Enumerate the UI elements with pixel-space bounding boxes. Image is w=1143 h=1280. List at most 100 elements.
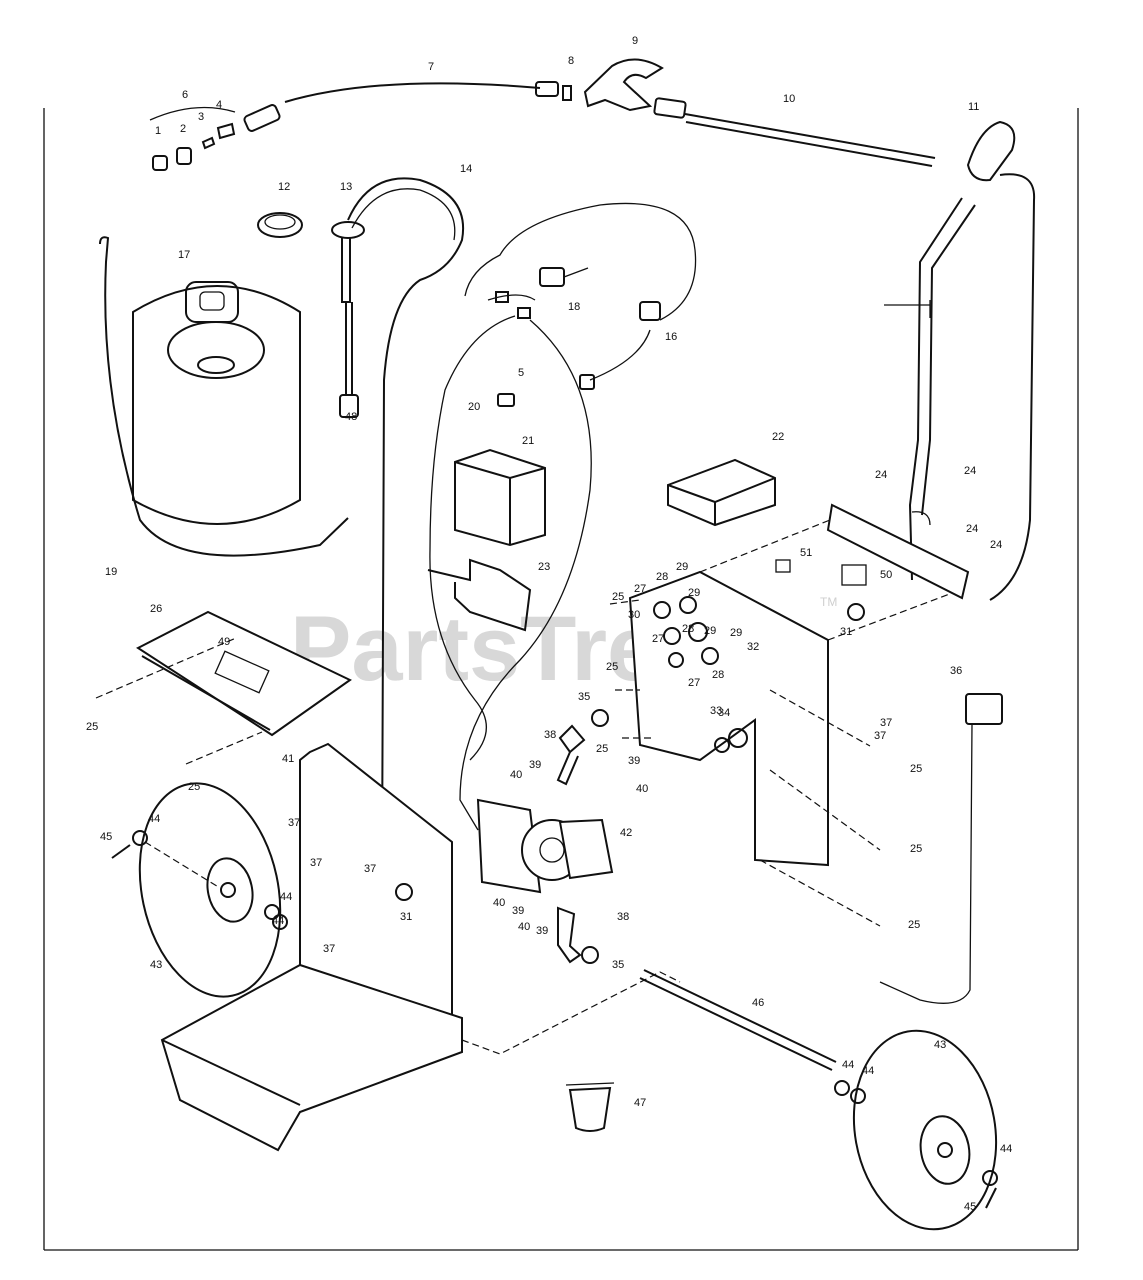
part-number-label: 11 <box>968 101 979 113</box>
part-number-label: 26 <box>150 603 162 615</box>
nuts <box>395 603 865 964</box>
part-number-label: 28 <box>682 623 694 635</box>
part-number-label: 24 <box>964 465 976 477</box>
part-number-label: 4 <box>216 99 222 111</box>
part-number-label: 39 <box>536 925 548 937</box>
main-panel <box>628 519 961 867</box>
part-number-label: 40 <box>493 897 505 909</box>
part-number-label: 31 <box>400 911 412 923</box>
part-number-label: 31 <box>840 626 852 638</box>
fuse <box>497 393 515 407</box>
part-number-label: 35 <box>578 691 590 703</box>
part-number-label: 24 <box>966 523 978 535</box>
return-hose <box>347 177 465 871</box>
part-number-label: 49 <box>218 636 230 648</box>
switch <box>539 267 589 287</box>
part-number-label: 8 <box>568 55 574 67</box>
part-number-label: 39 <box>512 905 524 917</box>
elbow-lower <box>557 906 582 964</box>
part-number-label: 25 <box>612 591 624 603</box>
part-number-label: 40 <box>636 783 648 795</box>
wire-harness <box>429 202 697 831</box>
battery-tray <box>667 458 776 527</box>
part-number-label: 10 <box>783 93 795 105</box>
part-number-label: 5 <box>518 367 524 379</box>
rear-frame <box>160 742 463 1152</box>
part-number-label: 44 <box>148 813 160 825</box>
power-plug <box>879 693 1003 1004</box>
tank-hose <box>99 236 349 557</box>
battery-bracket <box>427 558 532 632</box>
frame <box>43 108 1079 1251</box>
part-number-label: 27 <box>634 583 646 595</box>
part-number-label: 27 <box>652 633 664 645</box>
spray-lance <box>653 97 936 167</box>
part-number-label: 32 <box>747 641 759 653</box>
panel-hardware <box>653 596 748 753</box>
part-number-label: 14 <box>460 163 472 175</box>
part-number-label: 44 <box>842 1059 854 1071</box>
pump <box>476 798 614 894</box>
part-number-label: 37 <box>880 717 892 729</box>
watermark-trademark: TM <box>820 595 837 609</box>
part-number-label: 37 <box>364 863 376 875</box>
cotter-pins <box>111 844 997 1209</box>
part-number-label: 25 <box>86 721 98 733</box>
part-number-label: 30 <box>628 609 640 621</box>
part-number-label: 48 <box>345 411 357 423</box>
spray-gun <box>562 58 664 112</box>
part-number-label: 41 <box>282 753 294 765</box>
part-number-label: 25 <box>910 843 922 855</box>
part-number-label: 42 <box>620 827 632 839</box>
tank <box>132 281 301 525</box>
part-number-label: 38 <box>544 729 556 741</box>
part-number-label: 36 <box>950 665 962 677</box>
part-number-label: 38 <box>617 911 629 923</box>
cover-plate <box>136 610 352 737</box>
part-number-label: 28 <box>656 571 668 583</box>
part-number-label: 43 <box>150 959 162 971</box>
elbow-upper <box>556 724 586 786</box>
part-number-label: 29 <box>676 561 688 573</box>
part-number-label: 25 <box>908 919 920 931</box>
part-number-label: 37 <box>288 817 300 829</box>
part-number-label: 25 <box>606 661 618 673</box>
part-number-label: 7 <box>428 61 434 73</box>
frame-bar <box>775 503 970 600</box>
part-number-label: 2 <box>180 123 186 135</box>
measuring-cup <box>565 1082 615 1132</box>
handle-frame <box>884 173 1036 601</box>
part-number-label: 20 <box>468 401 480 413</box>
part-number-label: 19 <box>105 566 117 578</box>
fastener-leaders <box>95 599 881 927</box>
siphon-tube <box>331 221 365 418</box>
circuit-breaker <box>495 291 661 390</box>
part-number-label: 40 <box>510 769 522 781</box>
part-number-label: 37 <box>310 857 322 869</box>
part-number-label: 33 <box>710 705 722 717</box>
washers <box>132 830 998 1186</box>
part-number-label: 44 <box>280 891 292 903</box>
part-number-label: 29 <box>688 587 700 599</box>
fittings <box>149 106 236 171</box>
axle <box>461 969 837 1071</box>
part-number-label: 21 <box>522 435 534 447</box>
part-number-label: 9 <box>632 35 638 47</box>
part-number-label: 24 <box>875 469 887 481</box>
part-number-label: 6 <box>182 89 188 101</box>
part-number-label: 25 <box>596 743 608 755</box>
part-number-label: 28 <box>712 669 724 681</box>
part-number-label: 18 <box>568 301 580 313</box>
part-number-label: 25 <box>188 781 200 793</box>
part-number-label: 44 <box>1000 1143 1012 1155</box>
handle-grip <box>966 120 1016 182</box>
battery <box>454 448 546 547</box>
part-number-label: 25 <box>910 763 922 775</box>
wheel-right <box>852 1029 998 1231</box>
part-number-label: 16 <box>665 331 677 343</box>
part-number-label: 3 <box>198 111 204 123</box>
part-number-label: 39 <box>628 755 640 767</box>
part-number-label: 39 <box>529 759 541 771</box>
wand-hose <box>243 81 559 132</box>
